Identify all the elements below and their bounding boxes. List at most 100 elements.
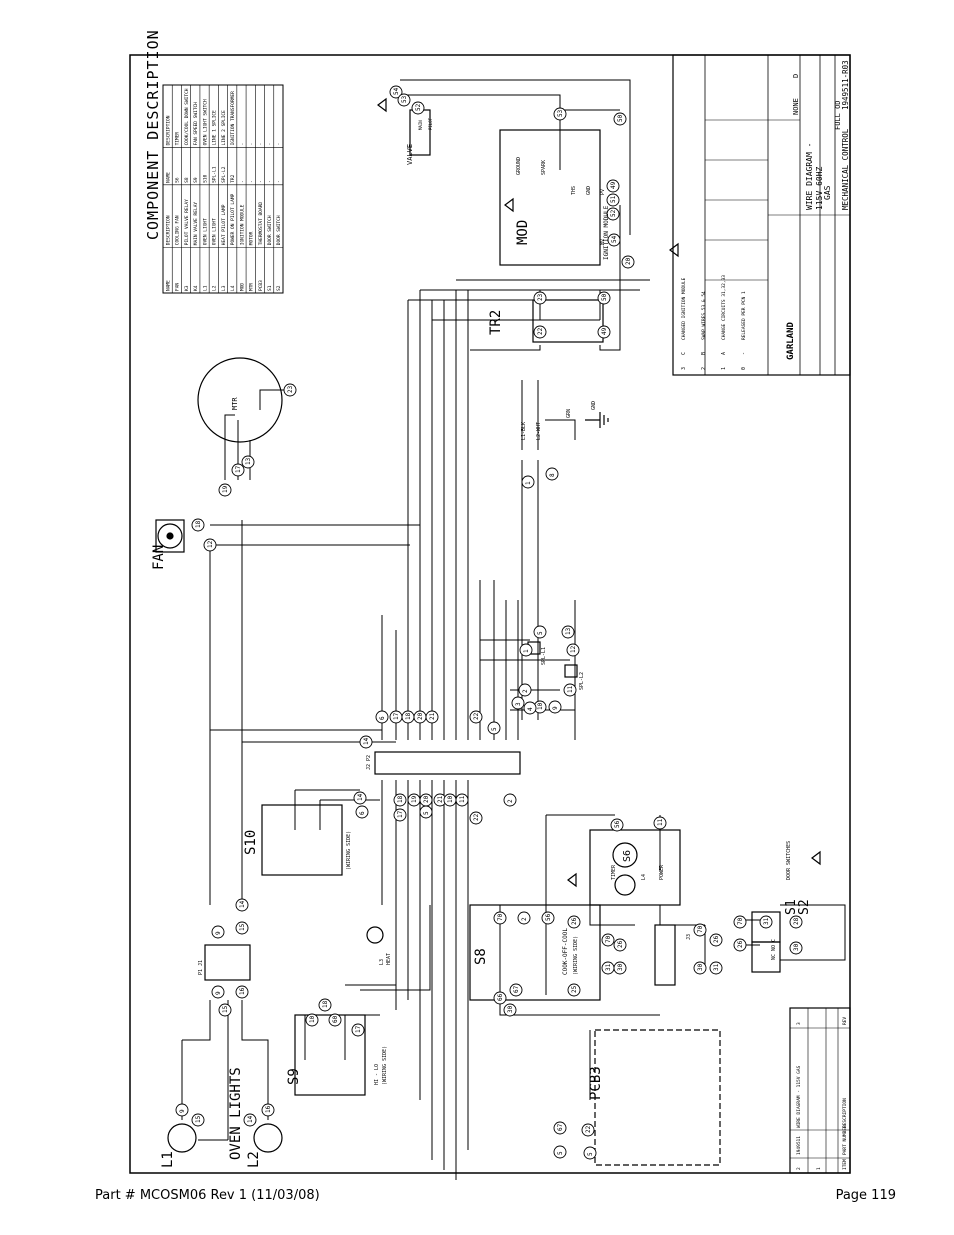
wire-number-circle	[533, 325, 547, 339]
wire-number-circle	[241, 455, 255, 469]
wire-number: 50	[601, 293, 608, 301]
wire-number-circle	[548, 700, 562, 714]
wire-number-circle	[493, 991, 507, 1005]
wire-number-circle	[425, 710, 439, 724]
label-spl-l2: SPL-L2	[579, 672, 585, 690]
component-table-cell: HEAT PILOT LAMP	[221, 204, 227, 245]
oven-light-l2	[253, 1123, 283, 1153]
wire-number-circle	[419, 805, 433, 819]
revision-letter: A	[721, 352, 727, 355]
wire-number: 14	[247, 1115, 254, 1123]
wire-number: 20	[417, 712, 424, 720]
label-mv: MV	[600, 239, 606, 245]
component-title: COMPONENT DESCRIPTION	[144, 29, 162, 240]
component-table-cell: DOOR SWITCH	[276, 215, 282, 245]
wire-number: 66	[497, 993, 504, 1001]
label-heat: HEAT	[386, 953, 392, 965]
component-table-cell: L3	[221, 285, 227, 291]
wire-number: 17	[235, 465, 242, 473]
label-gnd: GND	[586, 186, 592, 195]
wire-number: 26	[713, 935, 720, 943]
label-ignition-module: IGNITION MODULE	[603, 205, 610, 260]
wire-number: 6	[379, 716, 386, 720]
wire-number-circle	[393, 793, 407, 807]
wire-number: 2	[507, 799, 514, 803]
revision-letter: C	[681, 352, 687, 355]
wire-number-circle	[353, 791, 367, 805]
parts-cell: 3	[796, 1022, 802, 1025]
component-table-cell: OVEN LIGHT	[202, 218, 208, 245]
scale-value: NONE	[792, 98, 800, 115]
s6-timer	[589, 829, 681, 906]
oven-light-l1	[167, 1123, 197, 1153]
label-fan: FAN	[151, 545, 167, 570]
wire-number: 9	[215, 931, 222, 935]
component-table	[162, 84, 284, 294]
wire-number-circle	[597, 291, 611, 305]
wire-number: 2	[521, 917, 528, 921]
wire-number: 19	[222, 485, 229, 493]
component-table-cell: -	[259, 143, 264, 146]
wire-number-circle	[283, 383, 297, 397]
label-l2: L2	[246, 1151, 262, 1168]
wire-number-circle	[523, 701, 537, 715]
wire-number-circle	[759, 915, 773, 929]
label-wiring-side-s9: (WIRING SIDE)	[382, 1046, 388, 1085]
l3-lamp	[366, 926, 384, 944]
component-table-cell: -	[240, 143, 245, 146]
wire-number-circle	[191, 518, 205, 532]
component-table-cell: PCB3	[258, 280, 264, 291]
wire-number: 70	[697, 925, 704, 933]
wire-number: 21	[429, 712, 436, 720]
component-table-cell: K3	[184, 285, 190, 291]
wire-number-circle	[563, 683, 577, 697]
wire-number: 18	[322, 1000, 329, 1008]
wire-number: 2	[522, 689, 529, 693]
motor-component	[197, 357, 283, 443]
wire-number-circle	[606, 179, 620, 193]
wire-number: 53	[401, 95, 408, 103]
label-door-switches: DOOR SWITCHES	[786, 841, 792, 880]
component-table-cell: MOTOR	[249, 231, 255, 245]
label-j3: J3	[686, 934, 692, 940]
wire-number-circle	[218, 483, 232, 497]
component-table-cell: -	[240, 180, 245, 183]
wire-number-circle	[231, 463, 245, 477]
wire-number-circle	[397, 93, 411, 107]
label-s10: S10	[243, 830, 259, 855]
wire-number: 6	[359, 811, 366, 815]
wire-number: 12	[207, 540, 214, 548]
component-table-cell: -	[277, 143, 282, 146]
wire-number: 67	[513, 985, 520, 993]
wire-number-circle	[693, 923, 707, 937]
wire-number: 21	[437, 795, 444, 803]
wire-number-circle	[191, 1113, 205, 1127]
wire-number: 13	[565, 627, 572, 635]
wire-number: 10	[309, 1015, 316, 1023]
wire-number: 12	[570, 645, 577, 653]
wire-number-circle	[709, 933, 723, 947]
label-nc-no-c: NC NO C	[771, 939, 777, 960]
wire-number: 49	[601, 327, 608, 335]
component-table-cell: COOK/COOL DOWN SWITCH	[184, 88, 190, 145]
label-timer: TIMER	[611, 864, 617, 880]
wire-number-circle	[389, 85, 403, 99]
wire-number-circle	[567, 915, 581, 929]
title-line-3: GAS	[823, 185, 832, 200]
component-labels: FAN TR2 MOD IGNITION MODULE VALVE MAIN P…	[151, 117, 812, 1168]
wire-number: 9	[215, 991, 222, 995]
wire-number: 9	[552, 706, 559, 710]
wire-number: 4	[527, 707, 534, 711]
wire-number: 22	[585, 1125, 592, 1133]
wire-number-circle	[455, 793, 469, 807]
wire-number-circle	[511, 696, 525, 710]
wire-number: 30	[617, 963, 624, 971]
wire-number-circle	[355, 805, 369, 819]
wire-number: 16	[239, 987, 246, 995]
parts-cell: WIRE DIAGRAM - 115V GAS	[796, 1065, 802, 1128]
wire-number: 26	[571, 917, 578, 925]
j3-connector	[654, 924, 676, 986]
label-mtr: MTR	[231, 397, 239, 410]
label-ths: THS	[571, 186, 577, 195]
wire-number-circle	[503, 793, 517, 807]
